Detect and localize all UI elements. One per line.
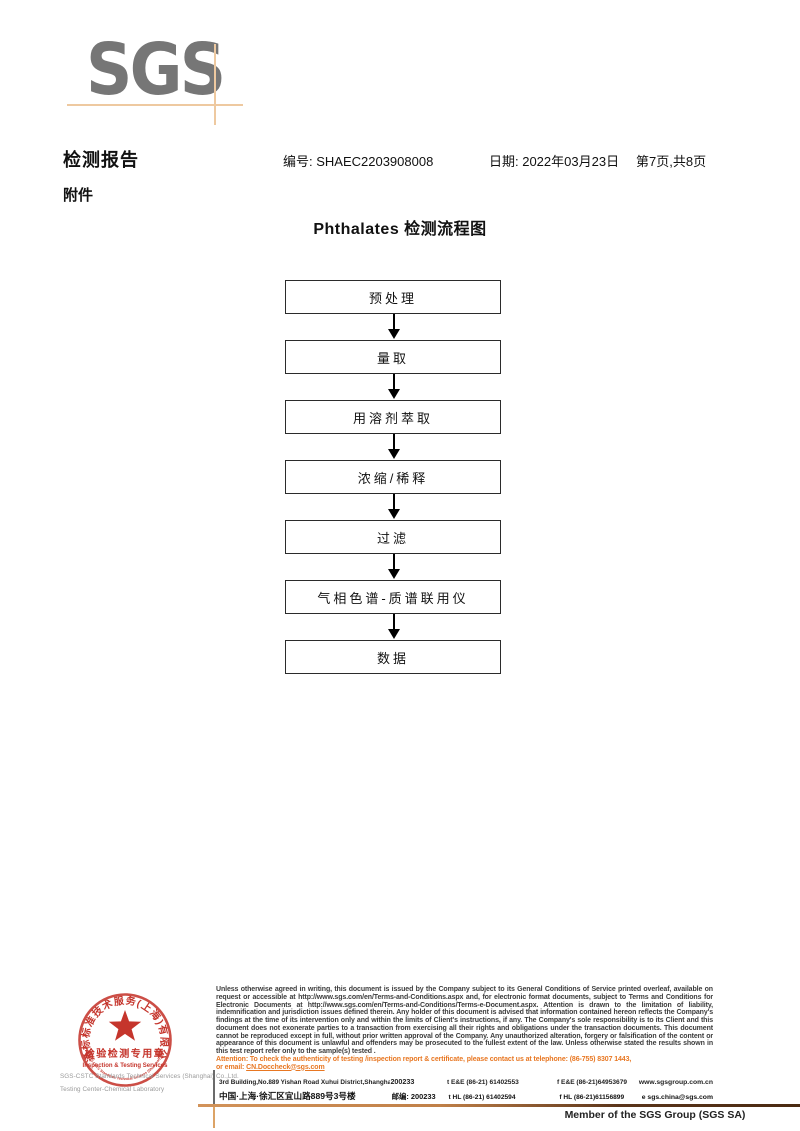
contact-email: e sgs.china@sgs.com — [641, 1094, 713, 1101]
flow-arrow-down-icon — [387, 434, 401, 460]
address-cn: 中国·上海·徐汇区宜山路889号3号楼 — [219, 1091, 356, 1101]
flow-step-measure: 量取 — [285, 340, 501, 374]
footer-legal-block: Unless otherwise agreed in writing, this… — [216, 986, 713, 1071]
address-block: 3rd Building,No.889 Yishan Road Xuhui Di… — [219, 1077, 713, 1104]
page-indicator: 第7页,共8页 — [636, 154, 707, 169]
inspection-testing-stamp-icon: 通标标准技术服务(上海)有限公司 检验检测专用章 Inspection & Te… — [50, 965, 172, 1087]
report-title: 检测报告 — [63, 150, 139, 170]
flow-step-data: 数据 — [285, 640, 501, 674]
flowchart-title: Phthalates 检测流程图 — [313, 221, 487, 238]
address-row-cn: 中国·上海·徐汇区宜山路889号3号楼 邮编: 200233 t HL (86-… — [219, 1090, 713, 1104]
postcode-en: 200233 — [390, 1077, 415, 1086]
flow-step-gcms: 气相色谱-质谱联用仪 — [285, 580, 501, 614]
stamp-star-icon — [108, 1010, 142, 1041]
stamp-center-cn: 检验检测专用章 — [85, 1047, 166, 1060]
address-row-en: 3rd Building,No.889 Yishan Road Xuhui Di… — [219, 1077, 713, 1090]
doccheck-email: CN.Doccheck@sgs.com — [246, 1063, 325, 1071]
logo-crosshair-horizontal — [67, 104, 243, 106]
address-en: 3rd Building,No.889 Yishan Road Xuhui Di… — [219, 1079, 391, 1086]
attention-line1: Attention: To check the authenticity of … — [216, 1055, 632, 1063]
report-date: 日期: 2022年03月23日 — [489, 154, 620, 169]
postcode-cn: 邮编: 200233 — [391, 1092, 436, 1101]
fax-ee: f E&E (86-21)64953679 — [557, 1079, 628, 1086]
website: www.sgsgroup.com.cn — [638, 1079, 713, 1086]
attachment-label: 附件 — [63, 187, 94, 204]
flow-arrow-down-icon — [387, 494, 401, 520]
logo-crosshair-vertical — [214, 44, 216, 125]
flow-step-pretreatment: 预处理 — [285, 280, 501, 314]
footer-crosshair-vertical-orange — [213, 1105, 215, 1128]
flow-step-filter: 过滤 — [285, 520, 501, 554]
phone-hl: t HL (86-21) 61402594 — [448, 1094, 516, 1101]
flow-arrow-down-icon — [387, 614, 401, 640]
flow-step-solvent-extraction: 用溶剂萃取 — [285, 400, 501, 434]
footer-crosshair-vertical-dark — [213, 1070, 215, 1105]
flow-step-concentrate-dilute: 浓缩/稀释 — [285, 460, 501, 494]
lab-company-name: SGS-CSTC Standards Technical Services (S… — [60, 1073, 239, 1080]
flow-arrow-down-icon — [387, 554, 401, 580]
attention-line2-prefix: or email: — [216, 1063, 247, 1071]
phone-ee: t E&E (86-21) 61402553 — [446, 1079, 519, 1086]
attention-notice: Attention: To check the authenticity of … — [216, 1056, 713, 1072]
fax-hl: f HL (86-21)61156899 — [559, 1094, 625, 1101]
sgs-group-member-text: Member of the SGS Group (SGS SA) — [564, 1109, 746, 1121]
legal-disclaimer: Unless otherwise agreed in writing, this… — [216, 986, 713, 1055]
report-number: 编号: SHAEC2203908008 — [283, 154, 434, 169]
footer-rule-line — [198, 1104, 800, 1107]
flow-arrow-down-icon — [387, 314, 401, 340]
stamp-center-en: Inspection & Testing Services — [83, 1063, 169, 1069]
sgs-logo: SGS — [86, 27, 226, 112]
lab-department-name: Testing Center-Chemical Laboratory — [60, 1086, 165, 1093]
flow-arrow-down-icon — [387, 374, 401, 400]
